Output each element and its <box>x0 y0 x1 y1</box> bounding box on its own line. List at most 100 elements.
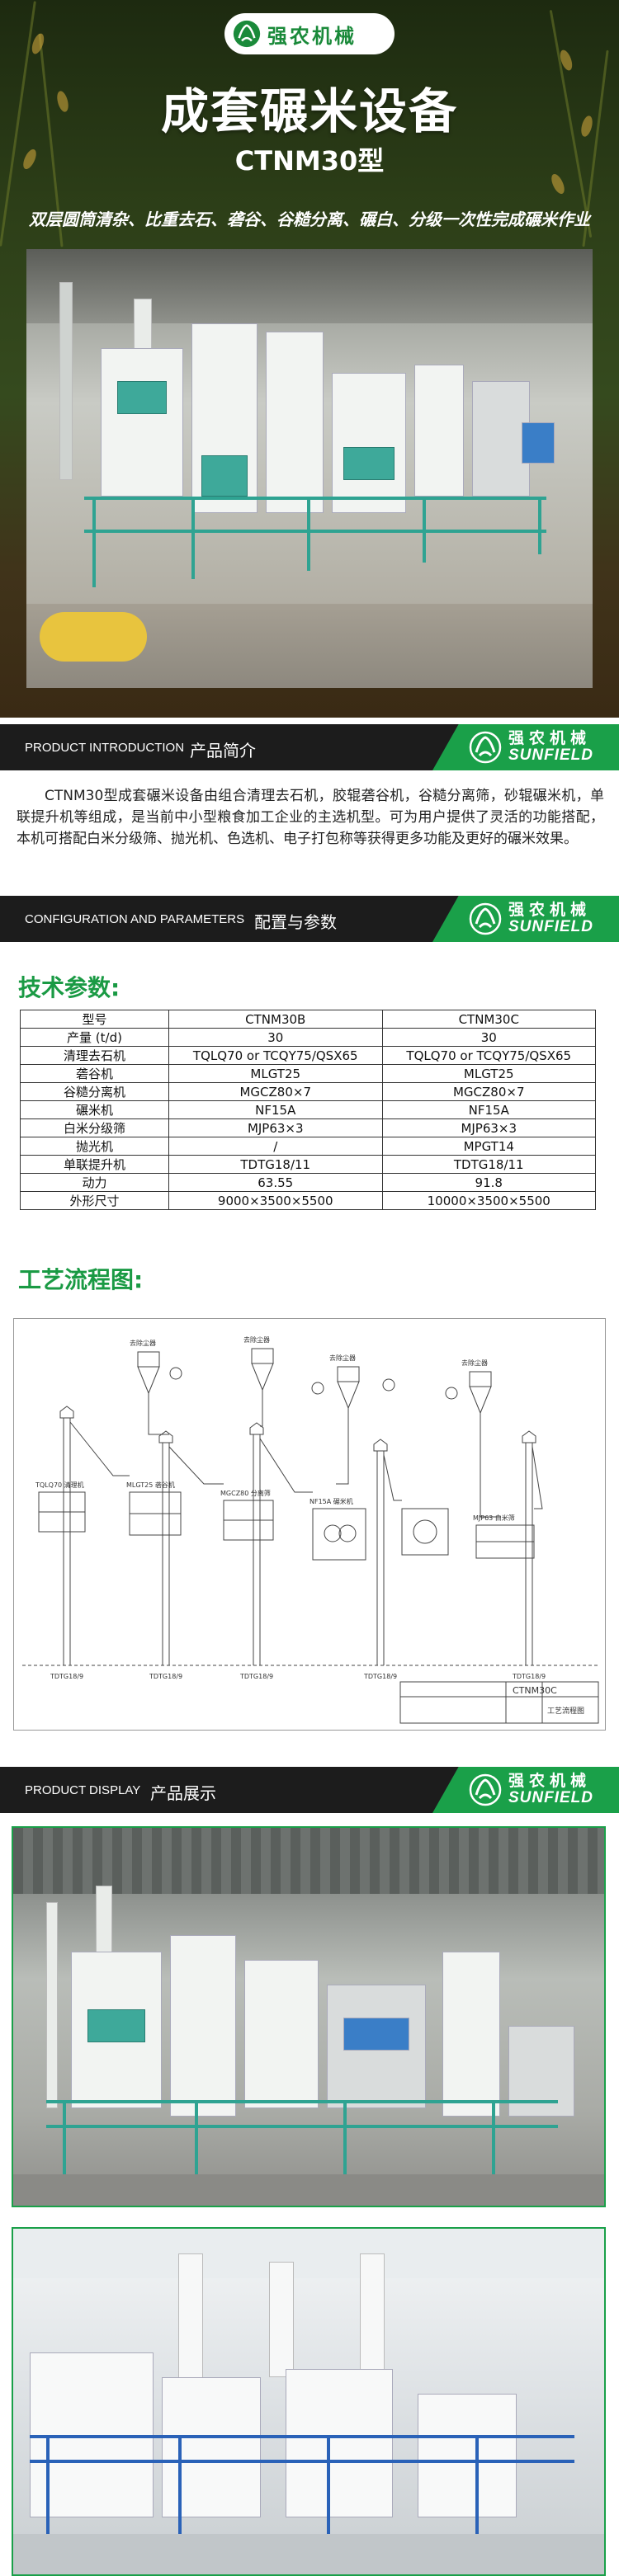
spec-value-cell: 30 <box>381 1028 596 1047</box>
sunfield-logo-icon <box>469 1773 502 1806</box>
diagram-bottom-2: TDTG18/9 <box>149 1673 182 1680</box>
section-config-cn: 配置与参数 <box>254 912 337 932</box>
spec-key-cell: 谷糙分离机 <box>20 1082 169 1101</box>
spec-value-cell: TQLQ70 or TCQY75/QSX65 <box>381 1046 596 1065</box>
hero-subtitle: 双层圆筒清杂、比重去石、砻谷、谷糙分离、碾白、分级一次性完成碾米作业 <box>29 210 590 229</box>
sunfield-logo-icon <box>233 20 261 48</box>
spec-key-cell: 抛光机 <box>20 1137 169 1156</box>
diagram-bottom-4: TDTG18/9 <box>363 1673 397 1680</box>
hero-title: 成套碾米设备 <box>160 83 458 139</box>
cyclone-3 <box>337 1366 360 1410</box>
cyclone-1 <box>137 1351 160 1395</box>
spec-value-cell: 91.8 <box>381 1173 596 1192</box>
diagram-bottom-5: TDTG18/9 <box>512 1673 546 1680</box>
product-display-photo-1 <box>12 1826 606 2207</box>
spec-value-cell: MPGT14 <box>381 1137 596 1156</box>
spec-key-cell: 清理去石机 <box>20 1046 169 1065</box>
badge-en: SUNFIELD <box>508 746 593 764</box>
diagram-title-model: CTNM30C <box>513 1685 557 1696</box>
diagram-label-top-1: 去除尘器 <box>130 1339 156 1347</box>
diagram-machine-3: MGCZ80 分离筛 <box>220 1489 271 1497</box>
tech-params-title: 技术参数: <box>18 974 120 1001</box>
spec-value-cell: 9000×3500×5500 <box>168 1191 383 1210</box>
cyclone-2 <box>251 1348 274 1392</box>
spec-value-cell: MLGT25 <box>381 1064 596 1083</box>
badge-cn: 强农机械 <box>508 729 592 748</box>
diagram-label-top-2: 去除尘器 <box>243 1335 270 1344</box>
section-intro-en: PRODUCT INTRODUCTION <box>25 741 185 755</box>
spec-value-cell: MJP63×3 <box>168 1118 383 1137</box>
section-config-en: CONFIGURATION AND PARAMETERS <box>25 912 245 926</box>
spec-value-cell: 63.55 <box>168 1173 383 1192</box>
hero-machine-photo <box>26 249 593 688</box>
badge-cn: 强农机械 <box>508 901 592 920</box>
intro-text: CTNM30型成套碾米设备由组合清理去石机，胶辊砻谷机，谷糙分离筛，砂辊碾米机，… <box>17 788 604 847</box>
spec-value-cell: 10000×3500×5500 <box>381 1191 596 1210</box>
sunfield-logo-icon <box>469 731 502 764</box>
flow-diagram-drawing: 去除尘器 去除尘器 去除尘器 去除尘器 TQLQ70 清理机 MLGT25 砻谷… <box>22 1335 599 1724</box>
spec-key-cell: 砻谷机 <box>20 1064 169 1083</box>
section-display-cn: 产品展示 <box>150 1783 216 1803</box>
diagram-bottom-3: TDTG18/9 <box>239 1673 273 1680</box>
diagram-machine-2: MLGT25 砻谷机 <box>126 1481 175 1489</box>
spec-value-cell: MLGT25 <box>168 1064 383 1083</box>
diagram-title-name: 工艺流程图 <box>547 1706 584 1716</box>
cyclone-4 <box>469 1371 492 1415</box>
spec-key-cell: 白米分级筛 <box>20 1118 169 1137</box>
diagram-label-top-3: 去除尘器 <box>329 1354 356 1362</box>
spec-value-cell: CTNM30C <box>381 1010 596 1029</box>
brand-name: 强农机械 <box>267 23 357 48</box>
brand-badge: 强农机械 SUNFIELD <box>432 724 619 770</box>
badge-en: SUNFIELD <box>508 918 593 935</box>
spec-key-cell: 外形尺寸 <box>20 1191 169 1210</box>
spec-value-cell: CTNM30B <box>168 1010 383 1029</box>
spec-key-cell: 碾米机 <box>20 1100 169 1119</box>
spec-key-cell: 单联提升机 <box>20 1155 169 1174</box>
spec-row: 抛光机/MPGT14 <box>20 1137 596 1156</box>
section-bar-display: PRODUCT DISPLAY 产品展示 强农机械 SUNFIELD <box>0 1767 619 1813</box>
spec-key-cell: 型号 <box>20 1010 169 1029</box>
spec-value-cell: NF15A <box>381 1100 596 1119</box>
spec-value-cell: TDTG18/11 <box>168 1155 383 1174</box>
hero-banner: 强农机械 成套碾米设备 CTNM30型 双层圆筒清杂、比重去石、砻谷、谷糙分离、… <box>0 0 619 718</box>
diagram-machine-4: NF15A 碾米机 <box>310 1497 353 1505</box>
spec-value-cell: MGCZ80×7 <box>168 1082 383 1101</box>
diagram-bottom-1: TDTG18/9 <box>50 1673 83 1680</box>
section-display-en: PRODUCT DISPLAY <box>25 1783 141 1797</box>
diagram-machine-5: MJP63 白米筛 <box>473 1514 515 1522</box>
spec-value-cell: MJP63×3 <box>381 1118 596 1137</box>
diagram-label-top-4: 去除尘器 <box>461 1359 488 1367</box>
brand-logo: 强农机械 <box>224 13 395 54</box>
sunfield-logo-icon <box>469 902 502 935</box>
spec-value-cell: MGCZ80×7 <box>381 1082 596 1101</box>
product-display-photo-2 <box>12 2227 606 2576</box>
spec-key-cell: 动力 <box>20 1173 169 1192</box>
brand-badge: 强农机械 SUNFIELD <box>432 1767 619 1813</box>
process-flow-diagram: 去除尘器 去除尘器 去除尘器 去除尘器 TQLQ70 清理机 MLGT25 砻谷… <box>13 1318 606 1731</box>
badge-en: SUNFIELD <box>508 1789 593 1806</box>
spec-value-cell: / <box>168 1137 383 1156</box>
spec-value-cell: TQLQ70 or TCQY75/QSX65 <box>168 1046 383 1065</box>
spec-value-cell: 30 <box>168 1028 383 1047</box>
flow-chart-title: 工艺流程图: <box>18 1266 144 1293</box>
section-intro-cn: 产品简介 <box>190 741 256 761</box>
section-bar-intro: PRODUCT INTRODUCTION 产品简介 强农机械 SUNFIELD <box>0 724 619 770</box>
spec-value-cell: NF15A <box>168 1100 383 1119</box>
hero-model: CTNM30型 <box>234 145 385 177</box>
diagram-machine-1: TQLQ70 清理机 <box>35 1481 84 1489</box>
brand-badge: 强农机械 SUNFIELD <box>432 896 619 942</box>
section-bar-config: CONFIGURATION AND PARAMETERS 配置与参数 强农机械 … <box>0 896 619 942</box>
badge-cn: 强农机械 <box>508 1772 592 1791</box>
